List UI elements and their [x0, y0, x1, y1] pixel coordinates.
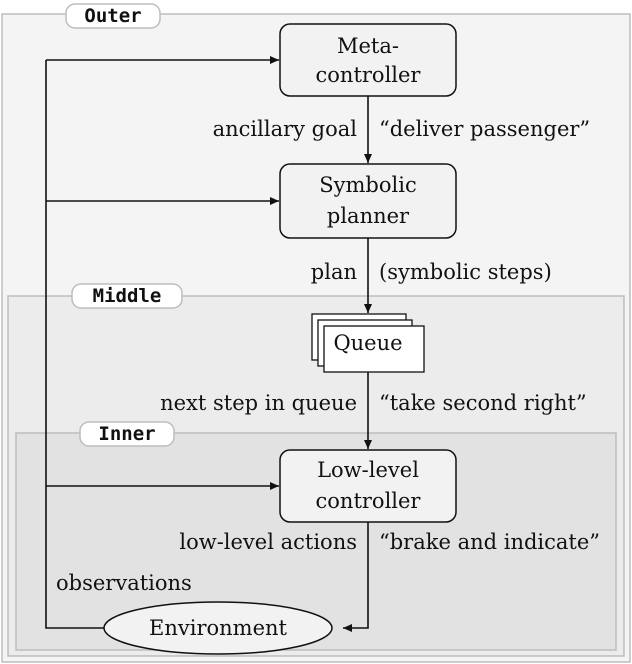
outer-label: Outer [65, 3, 161, 29]
meta-controller-line1: Meta- [337, 34, 399, 58]
edge-label-ancillary-goal: ancillary goal [213, 117, 358, 141]
symbolic-planner-line2: planner [327, 204, 410, 228]
middle-label: Middle [71, 283, 183, 309]
low-level-controller-line2: controller [316, 489, 422, 513]
inner-label: Inner [79, 421, 175, 447]
queue-label: Queue [333, 331, 402, 355]
meta-controller-node: Meta- controller [279, 23, 457, 97]
middle-label-text: Middle [93, 285, 162, 307]
environment-node: Environment [103, 601, 333, 655]
inner-label-text: Inner [98, 423, 155, 445]
symbolic-planner-line1: Symbolic [319, 173, 416, 197]
meta-controller-line2: controller [316, 63, 422, 87]
edge-label-observations: observations [56, 571, 192, 595]
edge-example-symbolic-steps: (symbolic steps) [379, 260, 552, 284]
edge-example-brake-and-indicate: “brake and indicate” [379, 530, 600, 554]
edge-example-take-second-right: “take second right” [379, 391, 587, 415]
low-level-controller-node: Low-level controller [279, 449, 457, 523]
outer-label-text: Outer [84, 5, 141, 27]
edge-label-low-level-actions: low-level actions [179, 530, 357, 554]
queue-node: Queue [311, 313, 425, 373]
edge-example-deliver-passenger: “deliver passenger” [379, 117, 590, 141]
arrow-controller-to-environment [343, 522, 369, 632]
edge-label-plan: plan [311, 260, 357, 284]
edge-label-next-step: next step in queue [160, 391, 357, 415]
symbolic-planner-node: Symbolic planner [279, 163, 457, 239]
environment-label: Environment [149, 616, 288, 640]
feedback-line [45, 60, 104, 629]
low-level-controller-line1: Low-level [317, 458, 419, 482]
